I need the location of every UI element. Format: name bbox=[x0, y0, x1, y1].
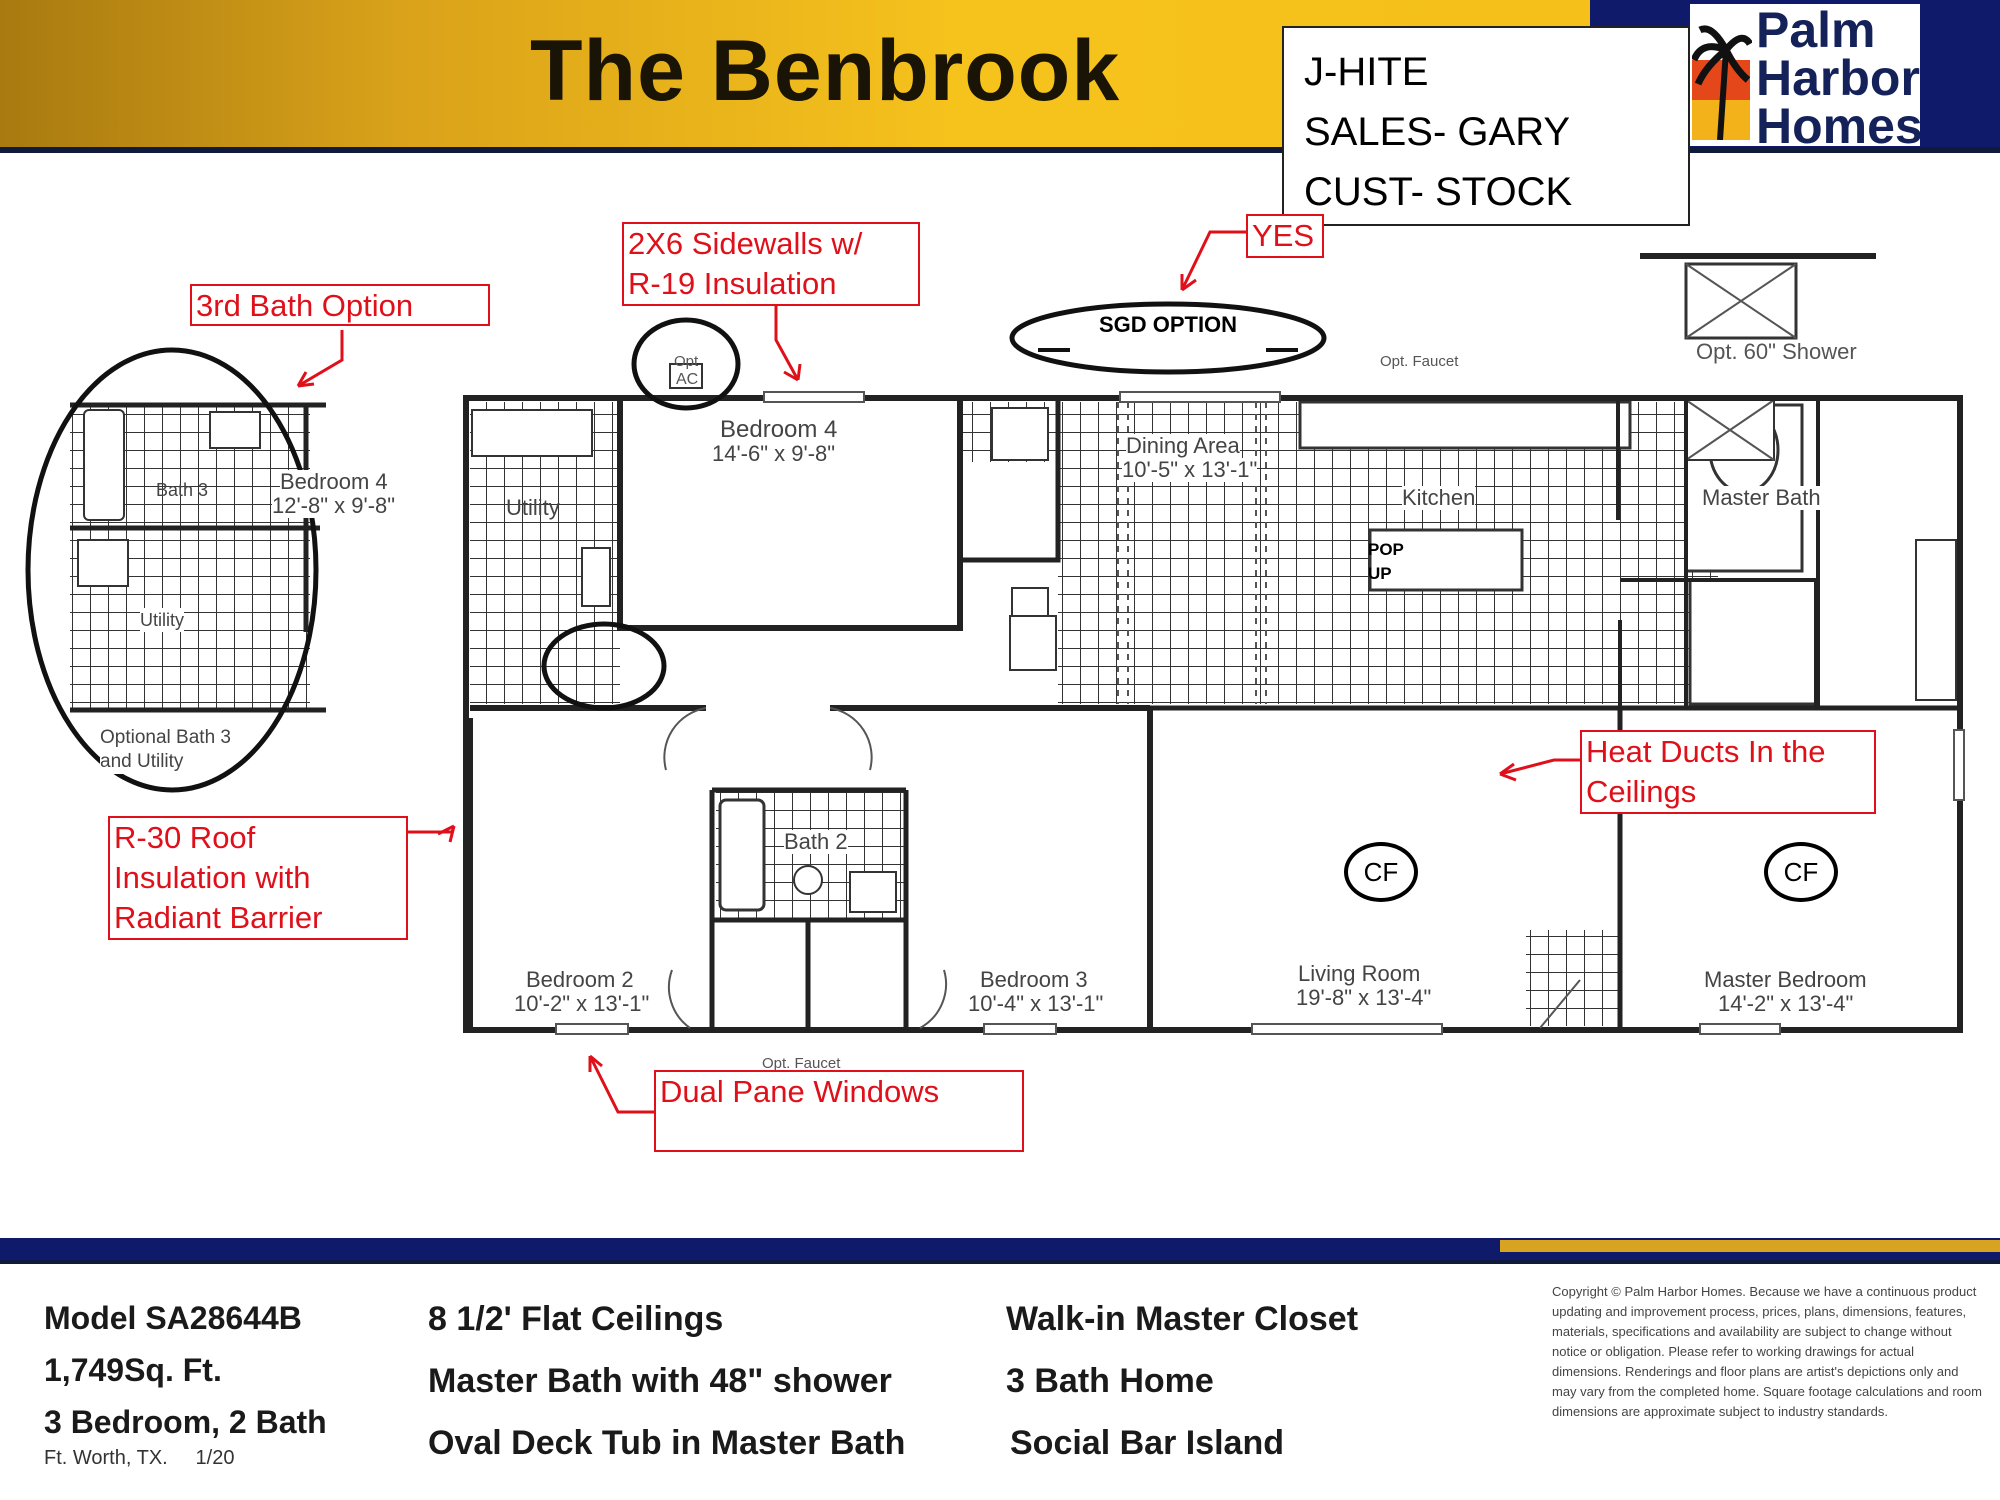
beds-baths: 3 Bedroom, 2 Bath bbox=[44, 1404, 327, 1440]
opt-bedroom4-size: 12'-8" x 9'-8" bbox=[272, 493, 396, 518]
stock-line-1: J-HITE bbox=[1304, 50, 1429, 94]
master-bedroom-size: 14'-2" x 13'-4" bbox=[1718, 991, 1854, 1016]
page-title: The Benbrook bbox=[530, 23, 1121, 119]
footer-accent bbox=[1500, 1240, 2000, 1252]
palm-tree-icon bbox=[1692, 25, 1752, 140]
logo-word-1: Palm bbox=[1756, 2, 1876, 58]
header-divider bbox=[0, 147, 2000, 153]
yes-callout: YES bbox=[1246, 214, 1324, 258]
model-number: Model SA28644B bbox=[44, 1300, 302, 1336]
stock-line-3: CUST- STOCK bbox=[1304, 170, 1573, 214]
footer-divider bbox=[0, 1260, 2000, 1264]
sgd-option-label: SGD OPTION bbox=[1098, 312, 1238, 337]
feature-deck-tub: Oval Deck Tub in Master Bath bbox=[428, 1424, 906, 1462]
bedroom4-name: Bedroom 4 bbox=[720, 416, 838, 443]
bedroom2-size: 10'-2" x 13'-1" bbox=[514, 991, 650, 1016]
kitchen-label: Kitchen bbox=[1402, 485, 1476, 510]
opt-faucet-top-label: Opt. Faucet bbox=[1380, 353, 1459, 370]
palm-harbor-logo: Palm Harbor Homes bbox=[1690, 2, 1923, 152]
opt-utility-label: Utility bbox=[140, 608, 184, 632]
bedroom2-name: Bedroom 2 bbox=[526, 967, 634, 992]
square-footage: 1,749Sq. Ft. bbox=[44, 1352, 222, 1388]
opt-ac-label: Opt bbox=[674, 353, 699, 370]
dining-size: 10'-5" x 13'-1" bbox=[1122, 457, 1258, 482]
heat-ducts-callout: Heat Ducts In the Ceilings bbox=[1580, 730, 1876, 814]
floor-plan bbox=[25, 230, 1965, 1114]
dining-name: Dining Area bbox=[1126, 433, 1240, 458]
copyright-notice: Copyright © Palm Harbor Homes. Because w… bbox=[1552, 1284, 1982, 1419]
opt-caption-line1: Optional Bath 3 bbox=[100, 726, 231, 750]
model-info: Model SA28644B 1,749Sq. Ft. 3 Bedroom, 2… bbox=[44, 1292, 327, 1448]
feature-bar-island: Social Bar Island bbox=[1010, 1424, 1284, 1462]
living-room-name: Living Room bbox=[1298, 961, 1421, 986]
third-bath-callout: 3rd Bath Option bbox=[190, 284, 490, 326]
opt-caption-line2: and Utility bbox=[100, 750, 184, 774]
stock-line-2: SALES- GARY bbox=[1304, 110, 1571, 154]
pop-up-label: POP UP bbox=[1368, 540, 1404, 583]
opt-faucet-bottom-label: Opt. Faucet bbox=[762, 1055, 841, 1072]
ceiling-fan-living: CF bbox=[1344, 842, 1418, 902]
ceiling-fan-master: CF bbox=[1764, 842, 1838, 902]
bedroom4-size: 14'-6" x 9'-8" bbox=[712, 441, 836, 466]
opt-bath3-label: Bath 3 bbox=[156, 480, 209, 500]
location-date: Ft. Worth, TX. 1/20 bbox=[44, 1447, 235, 1469]
roof-insulation-callout: R-30 Roof Insulation with Radiant Barrie… bbox=[108, 816, 408, 940]
bedroom3-name: Bedroom 3 bbox=[980, 967, 1088, 992]
opt-bedroom4-name: Bedroom 4 bbox=[280, 469, 388, 494]
logo-word-3: Homes bbox=[1756, 98, 1923, 154]
feature-ceilings: 8 1/2' Flat Ceilings bbox=[428, 1300, 724, 1338]
utility-label: Utility bbox=[506, 495, 560, 520]
bath2-label: Bath 2 bbox=[784, 829, 848, 854]
feature-master-shower: Master Bath with 48" shower bbox=[428, 1362, 892, 1400]
feature-master-closet: Walk-in Master Closet bbox=[1006, 1300, 1359, 1338]
feature-three-bath: 3 Bath Home bbox=[1006, 1362, 1214, 1400]
living-room-size: 19'-8" x 13'-4" bbox=[1296, 985, 1432, 1010]
stock-info-box: J-HITE SALES- GARY CUST- STOCK bbox=[1282, 26, 1690, 226]
master-bedroom-name: Master Bedroom bbox=[1704, 967, 1867, 992]
bedroom3-size: 10'-4" x 13'-1" bbox=[968, 991, 1104, 1016]
logo-word-2: Harbor bbox=[1756, 50, 1920, 106]
sidewalls-callout: 2X6 Sidewalls w/ R-19 Insulation bbox=[622, 222, 920, 306]
dual-pane-callout: Dual Pane Windows bbox=[654, 1070, 1024, 1152]
opt-shower-label: Opt. 60" Shower bbox=[1696, 339, 1857, 364]
opt-ac-code: AC bbox=[676, 371, 699, 388]
master-bath-label: Master Bath bbox=[1702, 485, 1821, 510]
